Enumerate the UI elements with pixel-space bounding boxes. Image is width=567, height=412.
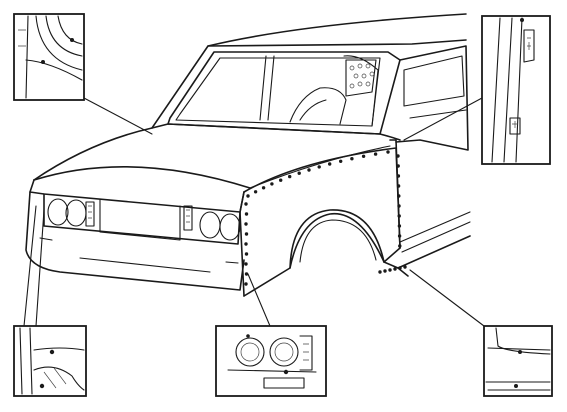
spot-weld-dot [397,214,401,218]
roof-rear-edge [207,39,467,47]
grille-centre [99,199,181,241]
spot-weld-dot [244,242,248,246]
front-wing [243,147,401,297]
wing-front-edge [239,191,245,297]
spot-weld-dot [253,190,258,194]
spot-weld-dot [244,232,249,236]
windshield-glass-edge [175,57,381,127]
spot-weld-dot [378,270,382,274]
spot-weld-dot [270,182,274,186]
roof-line [151,13,467,129]
spot-weld-dot [397,224,402,228]
front-lower-apron [25,191,245,291]
bonnet-rear-edge [33,123,401,181]
spot-weld-dot [244,212,249,216]
bonnet-front-edge [33,166,251,189]
leader-top-right [403,97,483,141]
spot-weld-dot [396,174,401,178]
perforated-panel [345,59,377,97]
spot-weld-dot [279,178,283,182]
bonnet-side-crease [249,145,391,189]
inset-top-right-b-pillar-detail [481,15,551,165]
spot-weld-dot [396,154,400,158]
spot-weld-dot [288,174,292,179]
spot-weld-dot [398,266,402,270]
spot-weld-dot [398,244,402,248]
spot-weld-dot [244,272,249,276]
spot-weld-dot [403,265,407,269]
front-upper-face [29,179,245,213]
rear-door-opening [395,45,469,151]
inset-bottom-left-front-corner-detail [13,325,87,397]
spot-weld-dot [339,159,343,163]
apron-mark-right [225,261,239,264]
spot-weld-dot [397,204,401,208]
leader-bottom-centre [247,273,271,327]
spot-weld-dot [388,268,392,272]
leader-bottom-right [409,269,485,327]
spot-weld-dot [244,202,248,206]
inset-top-left-a-pillar-detail [13,13,85,101]
apron-crease [79,257,211,273]
front-wheel-arch [289,209,385,269]
spot-weld-dot [244,262,248,266]
inset-bottom-right-sill-detail [483,325,553,397]
rear-quarter-window [343,55,379,127]
front-seat [289,87,347,125]
spot-weld-dot [361,154,366,158]
spot-weld-dot [393,267,397,271]
rear-door-window [403,55,465,107]
spot-weld-dot [244,222,248,226]
spot-weld-dot [261,186,266,190]
spot-weld-dot [396,164,400,168]
spot-weld-dot [244,282,248,286]
leader-lines [23,97,485,327]
spot-weld-dot [383,269,387,273]
spot-weld-dot [396,184,401,188]
spot-weld-dot [246,194,250,198]
spot-weld-dot [350,157,354,161]
left-headlamp-openings [47,198,95,227]
spot-weld-dot [328,162,332,166]
inset-bottom-center-headlamp-detail [215,325,327,397]
a-pillar [259,55,267,121]
seat-detail [299,99,327,121]
spot-weld-dot [397,194,401,198]
leader-bottom-left-a [23,205,37,327]
spot-weld-dots [244,150,407,286]
spot-weld-dot [397,234,402,238]
spot-weld-dot [297,171,301,175]
door-lower-lines [399,211,471,253]
leader-top-left [83,97,153,135]
spot-weld-dot [307,168,311,172]
spot-weld-dot [373,152,378,156]
a-pillar-inner [267,55,275,121]
spot-weld-dot [317,165,321,169]
spot-weld-dot [244,252,249,256]
spot-weld-dot [386,150,390,154]
leader-bottom-left-b [35,209,45,327]
wheel-arch-inner [299,219,377,263]
